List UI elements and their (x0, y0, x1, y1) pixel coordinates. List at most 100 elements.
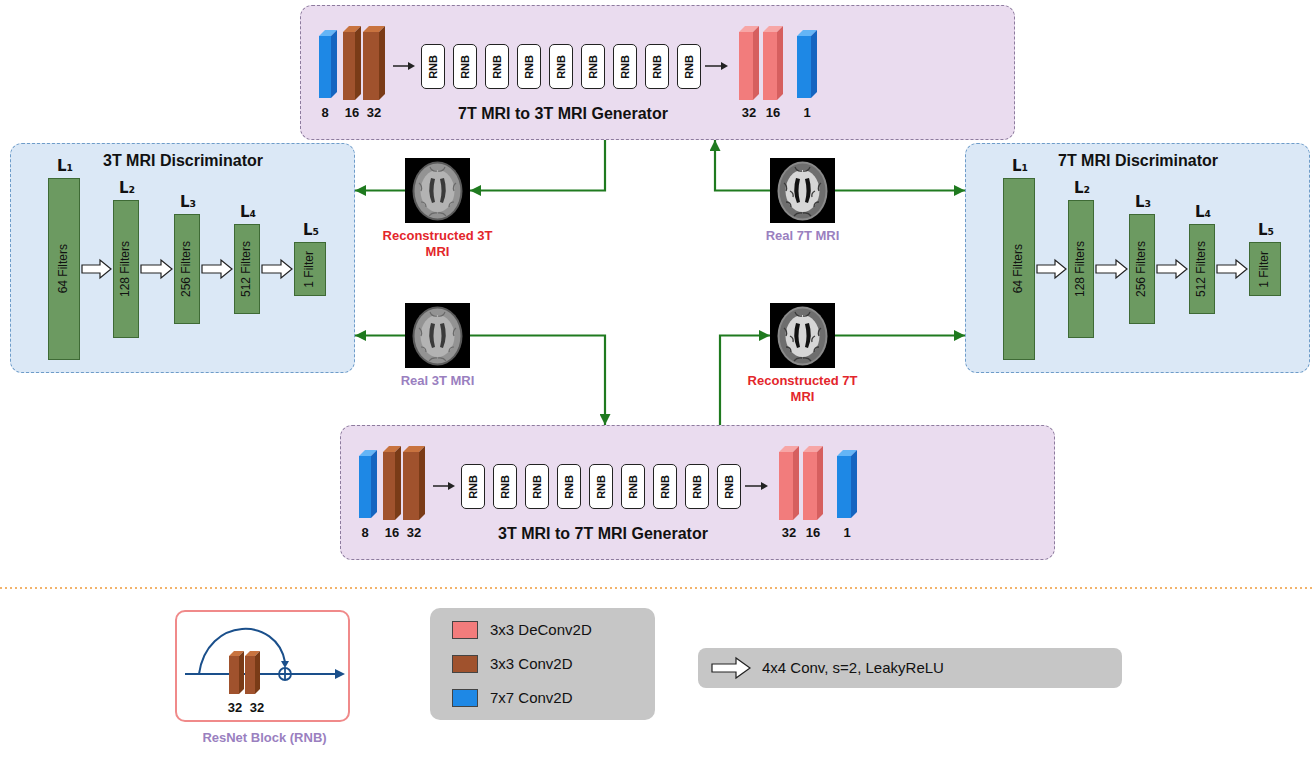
channel-count: 1 (843, 525, 850, 540)
data-flow-arrow (355, 334, 405, 336)
text-slot: 1 (843, 525, 850, 540)
channel-count: 1 (803, 105, 810, 120)
layer-transition-arrow (141, 260, 172, 278)
legend-text: 3x3 DeConv2D (490, 621, 592, 639)
text-slot: 32 (407, 525, 421, 540)
layer-label: L₃ (1135, 193, 1151, 211)
text-slot: 8 (361, 525, 368, 540)
text-slot: 32 (782, 525, 796, 540)
channel-count: 32 (782, 525, 796, 540)
resnet-block: RNB (461, 464, 485, 509)
resnet-block: RNB (493, 464, 517, 509)
block-label: RNB (723, 475, 735, 499)
block-label: RNB (691, 475, 703, 499)
resnet-block: RNB (549, 44, 573, 89)
text-slot: 32 (250, 700, 264, 715)
legend-swatch (452, 689, 478, 707)
channel-count: 8 (361, 525, 368, 540)
layer-transition-arrow (262, 260, 292, 278)
channel-count: 16 (766, 105, 780, 120)
legend-text: 7x7 Conv2D (490, 689, 573, 707)
block-label: RNB (563, 475, 575, 499)
layer-transition-arrow (1096, 260, 1127, 278)
image-caption: Reconstructed 3T MRI (382, 228, 494, 259)
resnet-block: RNB (653, 464, 677, 509)
conv-layer: L₅1 Filter (294, 242, 326, 296)
conv-layer: L₁64 Filters (1003, 178, 1035, 360)
data-flow-arrow (715, 140, 770, 191)
block-label: RNB (627, 475, 639, 499)
legend-panel (430, 608, 655, 720)
text-slot: L₃ (180, 193, 196, 211)
block-art (770, 158, 835, 223)
hollow-arrow-sample (712, 658, 750, 678)
layer-transition-arrow (82, 260, 111, 278)
mri-image: Real 7T MRI (770, 158, 835, 223)
resnet-block: RNB (421, 44, 445, 89)
layer-label: L₂ (1074, 179, 1090, 197)
layer-transition-arrow (202, 260, 232, 278)
channel-count: 32 (742, 105, 756, 120)
text-slot: 3x3 Conv2D (490, 655, 573, 673)
conv-layer: L₃256 Filters (174, 214, 200, 324)
channel-count: 32 (228, 700, 242, 715)
discriminator-title: 7T MRI Discriminator (1058, 152, 1218, 170)
layer-transition-arrow (1037, 260, 1066, 278)
layer-transition-arrow (1157, 260, 1187, 278)
mri-image: Reconstructed 3T MRI (405, 158, 470, 223)
layer-label: L₁ (57, 157, 73, 175)
resnet-block: RNB (717, 464, 741, 509)
channel-count: 16 (345, 105, 359, 120)
block-art (177, 612, 352, 724)
discriminator-title: 3T MRI Discriminator (103, 152, 263, 170)
data-flow-arrow (470, 140, 605, 191)
text-slot: L₃ (1135, 193, 1151, 211)
layer-label: L₃ (180, 193, 196, 211)
resnet-block: RNB (557, 464, 581, 509)
text-slot: 16 (345, 105, 359, 120)
filter-count: 512 Filters (240, 241, 253, 297)
block-label: RNB (427, 55, 439, 79)
block-art (770, 303, 835, 368)
filter-count: 1 Filter (303, 251, 316, 288)
text-slot: L₁ (1012, 157, 1028, 175)
resnet-block: RNB (485, 44, 509, 89)
layer-label: L₄ (240, 203, 256, 221)
conv-layer: L₂128 Filters (1068, 200, 1094, 338)
layer-label: L₅ (303, 221, 319, 239)
resnet-block: RNB (645, 44, 669, 89)
text-slot: 7T MRI Discriminator (1058, 152, 1218, 170)
block-caption: ResNet Block (RNB) (202, 730, 326, 745)
text-slot: 4x4 Conv, s=2, LeakyReLU (762, 659, 944, 677)
block-art (359, 446, 857, 520)
block-label: RNB (619, 55, 631, 79)
discriminator-box: 3T MRI DiscriminatorL₁64 FiltersL₂128 Fi… (10, 143, 355, 373)
text-slot: 3T MRI to 7T MRI Generator (498, 525, 708, 543)
text-slot: 3T MRI Discriminator (103, 152, 263, 170)
resnet-block: RNB (589, 464, 613, 509)
image-caption: Reconstructed 7T MRI (747, 373, 859, 404)
conv-layer: L₄512 Filters (1189, 224, 1215, 314)
legend-swatch (452, 655, 478, 673)
block-art (770, 303, 835, 368)
text-slot: Reconstructed 3T MRI (382, 228, 494, 259)
channel-count: 16 (806, 525, 820, 540)
filter-count: 256 Filters (1135, 241, 1148, 297)
channel-count: 8 (321, 105, 328, 120)
block-label: RNB (555, 55, 567, 79)
filter-count: 256 Filters (180, 241, 193, 297)
text-slot: 32 (228, 700, 242, 715)
text-slot: ResNet Block (RNB) (202, 730, 326, 745)
block-art (405, 303, 470, 368)
text-slot: 16 (385, 525, 399, 540)
text-slot: 7x7 Conv2D (490, 689, 573, 707)
filter-count: 1 Filter (1258, 251, 1271, 288)
resnet-block: RNB (581, 44, 605, 89)
text-slot: Real 3T MRI (382, 373, 494, 389)
channel-count: 32 (367, 105, 381, 120)
text-slot: 8 (321, 105, 328, 120)
legend-panel (698, 648, 1122, 688)
block-label: RNB (459, 55, 471, 79)
legend-text: 4x4 Conv, s=2, LeakyReLU (762, 659, 944, 677)
text-slot: 32 (367, 105, 381, 120)
